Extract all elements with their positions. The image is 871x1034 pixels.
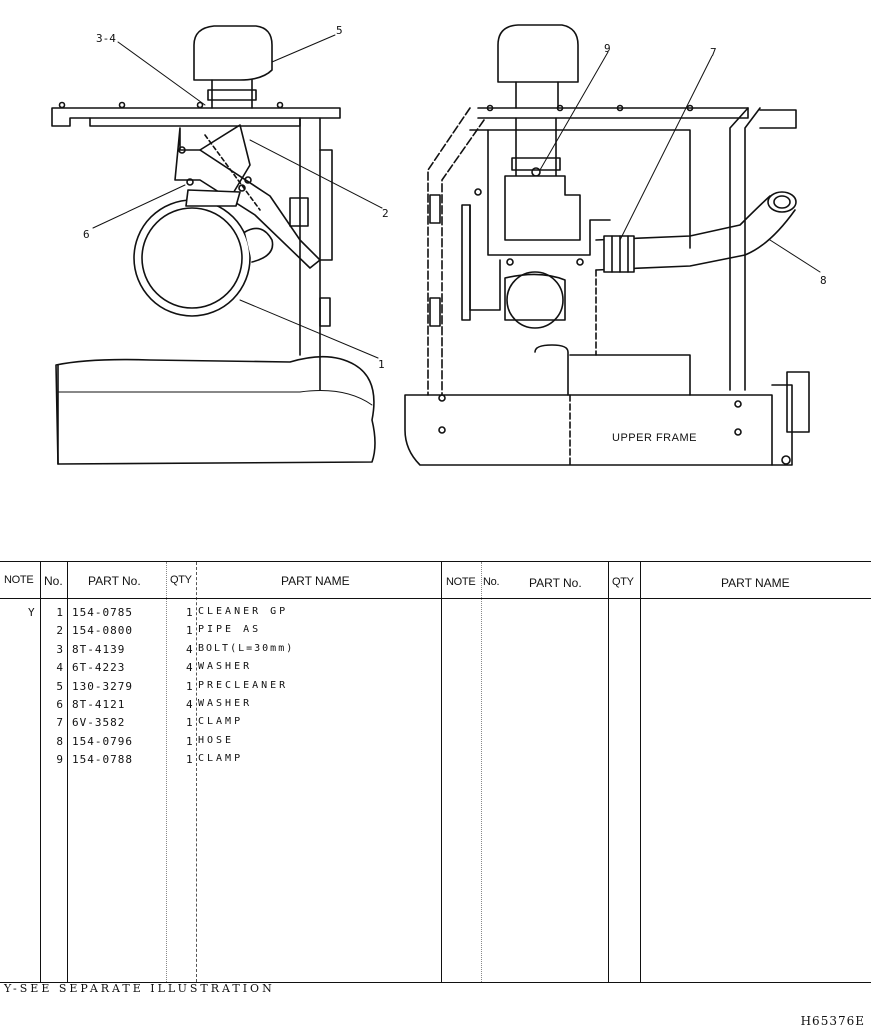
row-no: 4 [56,661,64,675]
row-note: Y [28,606,36,619]
row-part-no: 154-0796 [72,734,133,748]
divider [608,562,609,982]
row-no: 3 [56,642,64,656]
table-row: 6 8T-4121 4 WASHER [0,698,440,716]
row-part-no: 8T-4139 [72,642,126,656]
table-row: 3 8T-4139 4 BOLT(L=30mm) [0,643,440,661]
row-no: 2 [56,624,64,638]
footnote: Y-SEE SEPARATE ILLUSTRATION [4,982,275,995]
table-row: 5 130-3279 1 PRECLEANER [0,680,440,698]
divider [40,562,41,982]
parts-illustration: 3-4 5 2 6 1 9 7 8 UPPER FRAME [51,24,827,466]
row-part-name: HOSE [198,734,235,746]
callout-1: 1 [378,358,385,371]
row-qty: 1 [186,734,194,748]
row-part-name: CLAMP [198,753,244,765]
row-part-name: CLAMP [198,716,244,728]
table-row: 2 154-0800 1 PIPE AS [0,624,440,642]
callout-3-4: 3-4 [96,32,116,45]
right-view [404,24,810,466]
row-part-no: 154-0800 [72,624,133,638]
row-part-name: BOLT(L=30mm) [198,642,295,654]
callout-5: 5 [336,24,343,37]
callout-6: 6 [83,228,90,241]
table-row: Y 1 154-0785 1 CLEANER GP [0,606,440,624]
row-no: 8 [56,734,64,748]
row-qty: 1 [186,606,194,619]
divider [640,562,641,982]
parts-rows: Y 1 154-0785 1 CLEANER GP 2 154-0800 1 P… [0,606,440,772]
table-row: 8 154-0796 1 HOSE [0,735,440,753]
row-no: 9 [56,753,64,767]
row-part-no: 154-0788 [72,753,133,767]
table-row: 7 6V-3582 1 CLAMP [0,716,440,734]
callout-8: 8 [820,274,827,287]
parts-table: NOTE No. PART No. QTY PART NAME NOTE No.… [0,561,871,983]
callout-7: 7 [710,46,717,59]
header-part-no-2: PART No. [529,576,582,590]
row-part-no: 154-0785 [72,606,133,619]
table-row: 9 154-0788 1 CLAMP [0,753,440,771]
header-part-name-2: PART NAME [721,576,790,590]
row-part-no: 6V-3582 [72,716,126,730]
row-no: 7 [56,716,64,730]
row-part-name: WASHER [198,661,253,673]
header-part-name: PART NAME [281,574,350,588]
row-qty: 1 [186,679,194,693]
row-part-name: CLEANER GP [198,606,289,617]
row-no: 1 [56,606,64,619]
row-no: 5 [56,679,64,693]
divider [196,562,197,982]
header-rule [0,598,871,599]
header-no: No. [44,574,63,588]
header-no-2: No. [483,576,500,588]
row-part-name: PIPE AS [198,624,262,636]
row-part-no: 130-3279 [72,679,133,693]
divider [67,562,68,982]
divider [166,562,167,982]
header-qty: QTY [170,574,192,586]
row-part-no: 8T-4121 [72,697,126,711]
callout-2: 2 [382,207,389,220]
table-row: 4 6T-4223 4 WASHER [0,661,440,679]
divider [481,562,482,982]
leader-lines [92,34,821,359]
row-part-no: 6T-4223 [72,661,126,675]
row-qty: 1 [186,624,194,638]
row-qty: 4 [186,661,194,675]
upper-frame-label: UPPER FRAME [612,432,697,444]
divider [441,562,442,982]
row-qty: 4 [186,642,194,656]
row-qty: 1 [186,716,194,730]
left-view [51,25,376,465]
header-note: NOTE [4,574,34,586]
drawing-id: H65376E [800,1014,865,1028]
header-note-2: NOTE [446,576,476,588]
row-no: 6 [56,697,64,711]
row-qty: 4 [186,697,194,711]
row-part-name: WASHER [198,697,253,709]
row-part-name: PRECLEANER [198,679,289,691]
row-qty: 1 [186,753,194,767]
callout-9: 9 [604,42,611,55]
header-part-no: PART No. [88,574,141,588]
header-qty-2: QTY [612,576,634,588]
